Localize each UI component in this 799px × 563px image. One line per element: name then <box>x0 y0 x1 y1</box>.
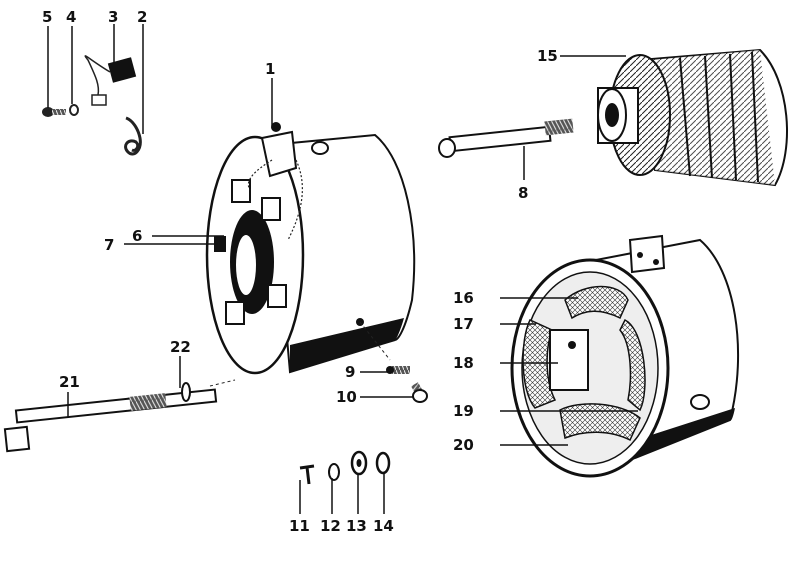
lock-washer-22-part <box>181 382 191 402</box>
callout-6: 6 <box>132 227 142 245</box>
callout-13: 13 <box>346 517 367 535</box>
through-bolt-8-part <box>438 118 574 158</box>
callout-12: 12 <box>320 517 341 535</box>
pole-housing <box>510 234 739 478</box>
screw-9-10-parts <box>386 366 428 403</box>
callout-5: 5 <box>42 8 52 26</box>
callout-1: 1 <box>265 60 275 78</box>
callout-16: 16 <box>453 289 474 307</box>
callout-2: 2 <box>137 8 147 26</box>
brush-spring-assembly <box>42 55 142 156</box>
carbon-brush-3-part <box>107 57 137 83</box>
screw-5-part <box>42 107 54 117</box>
callout-20: 20 <box>453 436 474 454</box>
callout-7: 7 <box>104 236 114 254</box>
callout-21: 21 <box>59 373 80 391</box>
long-bolt-21-part <box>3 379 236 453</box>
callout-4: 4 <box>66 8 76 26</box>
callout-9: 9 <box>345 363 355 381</box>
leader-lines <box>47 24 638 514</box>
callout-3: 3 <box>108 8 118 26</box>
commutator-end-housing <box>205 122 416 375</box>
callout-14: 14 <box>373 517 394 535</box>
brush-spring-2-part <box>124 116 142 156</box>
small-fasteners <box>299 450 391 485</box>
callout-17: 17 <box>453 315 474 333</box>
callout-8: 8 <box>518 184 528 202</box>
callout-labels: 1 2 3 4 5 6 7 8 9 10 11 12 13 14 15 16 1… <box>42 8 558 535</box>
callout-15: 15 <box>537 47 558 65</box>
armature-15-part <box>597 48 788 187</box>
callout-22: 22 <box>170 338 191 356</box>
callout-19: 19 <box>453 402 474 420</box>
washer-4-part <box>69 104 79 116</box>
callout-10: 10 <box>336 388 357 406</box>
callout-18: 18 <box>453 354 474 372</box>
callout-11: 11 <box>289 517 310 535</box>
